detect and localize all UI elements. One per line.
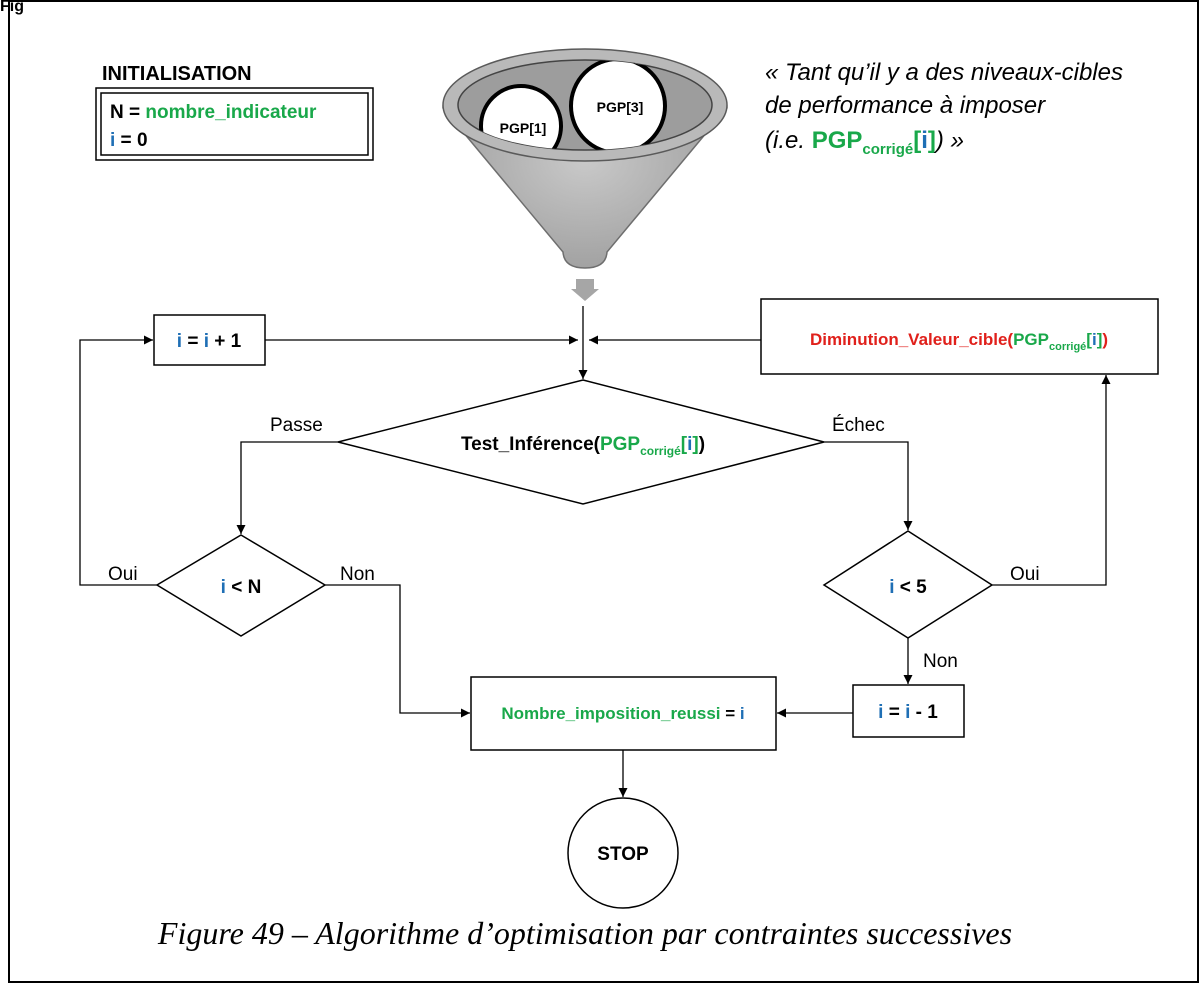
svg-text:Nombre_imposition_reussi = i: Nombre_imposition_reussi = i — [501, 704, 744, 723]
init-box: N = nombre_indicateur i = 0 — [95, 87, 374, 161]
figure-caption: Figure 49 – Algorithme d’optimisation pa… — [157, 915, 1012, 951]
edge-no-left — [325, 584, 470, 718]
funnel-label-pgp3: PGP[3] — [597, 99, 644, 115]
funnel-icon: PGP[1] PGP[3] — [442, 48, 728, 269]
funnel-label-pgp1: PGP[1] — [500, 120, 547, 136]
condition-i-lt-n: i < N — [155, 534, 327, 637]
svg-text:Test_Inférence(PGPcorrigé[i]): Test_Inférence(PGPcorrigé[i]) — [461, 434, 705, 458]
svg-text:N = nombre_indicateur: N = nombre_indicateur — [110, 102, 317, 123]
svg-text:(i.e. PGPcorrigé[i]) »: (i.e. PGPcorrigé[i]) » — [765, 127, 964, 158]
funnel-ball-pgp3 — [569, 60, 667, 150]
svg-text:STOP: STOP — [597, 844, 649, 865]
diminution-box: Diminution_Valeur_cible(PGPcorrigé[i]) — [760, 298, 1159, 375]
funnel-output-arrow — [571, 279, 599, 301]
edge-fail — [824, 441, 913, 530]
result-box: Nombre_imposition_reussi = i — [470, 676, 777, 751]
init-n-var: N — [110, 102, 124, 123]
decrement-box: i = i - 1 — [852, 684, 965, 738]
init-i-var: i — [110, 130, 115, 151]
svg-text:i = i - 1: i = i - 1 — [878, 702, 938, 723]
svg-text:de performance à imposer: de performance à imposer — [765, 92, 1046, 119]
yes-left-label: Oui — [108, 564, 138, 585]
condition-i-lt-5: i < 5 — [822, 530, 994, 639]
edge-yes-right — [992, 375, 1111, 586]
test-inference-decision: Test_Inférence(PGPcorrigé[i]) — [337, 379, 825, 505]
no-left-label: Non — [340, 564, 375, 585]
increment-box: i = i + 1 — [153, 314, 266, 366]
svg-text:« Tant qu’il y a des niveaux-c: « Tant qu’il y a des niveaux-cibles — [765, 59, 1123, 86]
loop-quote: « Tant qu’il y a des niveaux-cibles de p… — [765, 59, 1123, 158]
edge-yes-left — [79, 335, 157, 586]
no-right-label: Non — [923, 651, 958, 672]
branch-fail-label: Échec — [832, 415, 885, 436]
branch-pass-label: Passe — [270, 415, 323, 436]
svg-text:i = 0: i = 0 — [110, 130, 148, 151]
header-fragment: Fig — [0, 0, 24, 15]
init-n-value: nombre_indicateur — [145, 102, 317, 123]
init-i-value: 0 — [137, 130, 148, 151]
svg-text:i = i + 1: i = i + 1 — [177, 331, 242, 352]
yes-right-label: Oui — [1010, 564, 1040, 585]
edge-pass — [236, 441, 338, 534]
svg-text:i < 5: i < 5 — [889, 577, 927, 598]
svg-text:Diminution_Valeur_cible(PGPcor: Diminution_Valeur_cible(PGPcorrigé[i]) — [810, 330, 1108, 353]
svg-text:i < N: i < N — [221, 577, 262, 598]
stop-node: STOP — [567, 797, 679, 909]
page-border — [8, 0, 1199, 983]
init-title: INITIALISATION — [102, 63, 252, 85]
